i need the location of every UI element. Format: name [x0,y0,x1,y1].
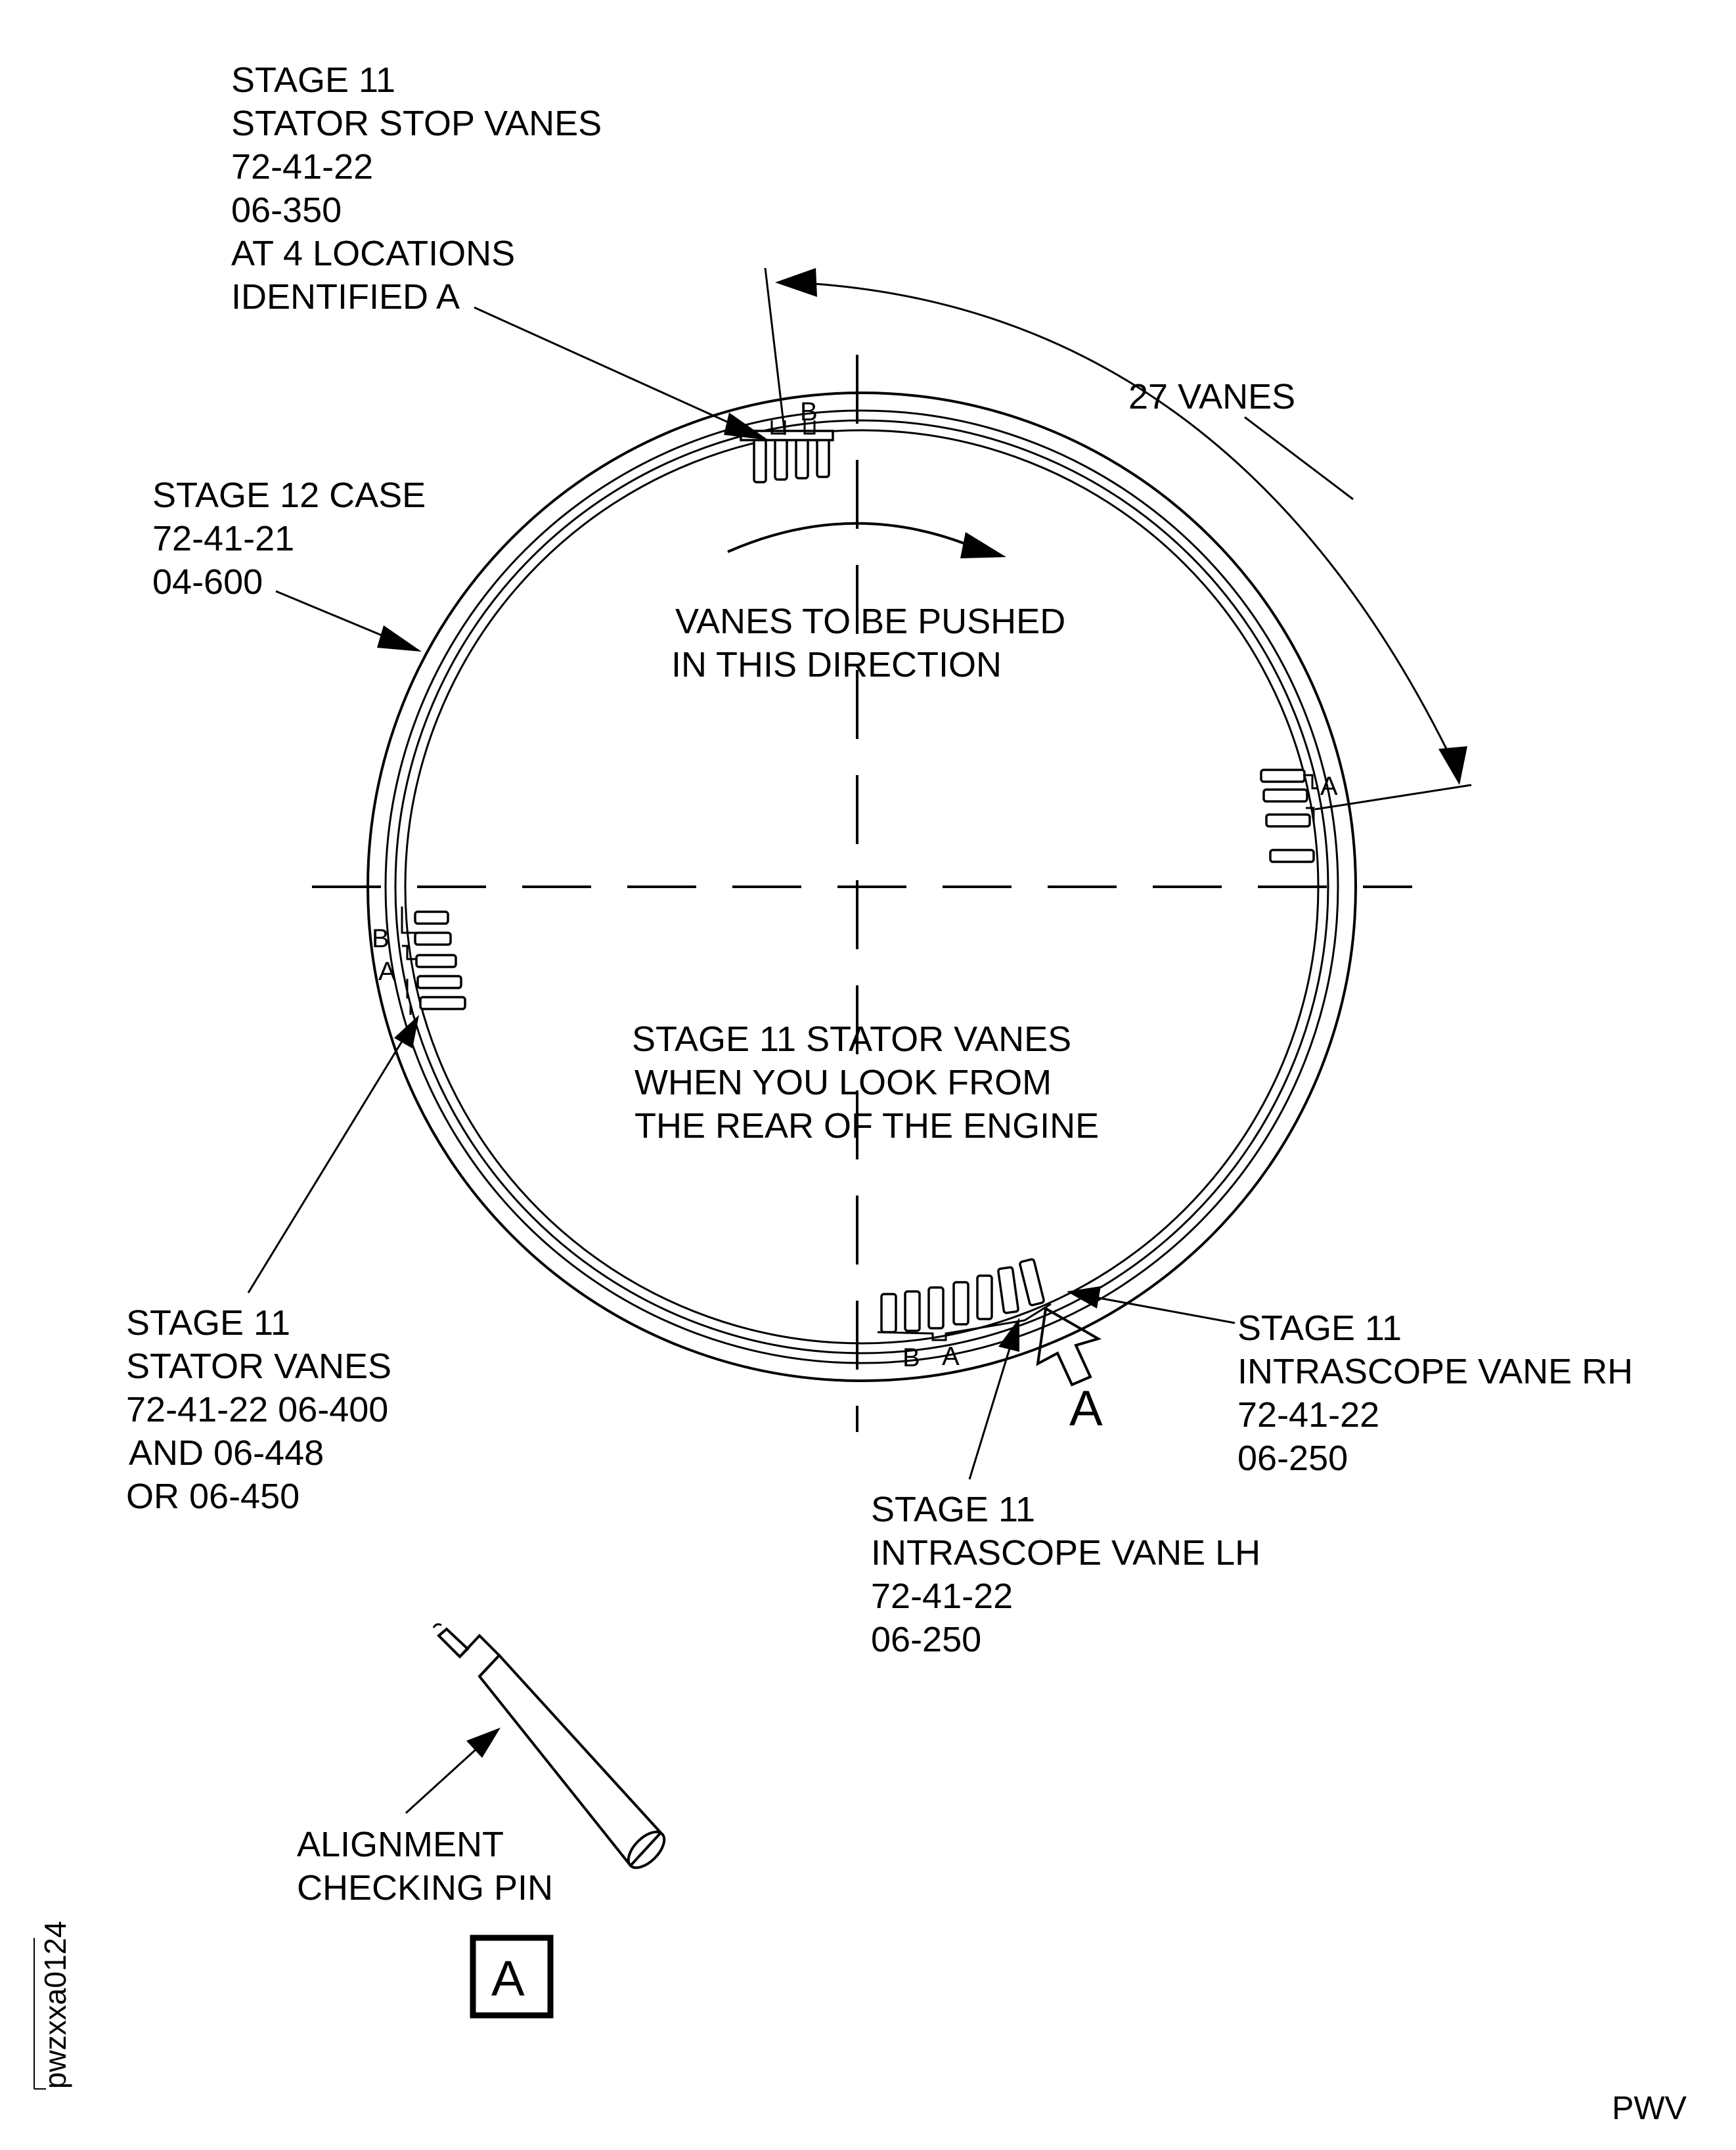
stator-vanes-label: STAGE 11 STATOR VANES 72-41-22 06-400 AN… [126,1303,401,1516]
top-stop-vanes [740,420,834,483]
marker-b-left: B [372,924,389,953]
alignment-pin [432,1623,666,1870]
marker-a-right: A [1320,772,1338,801]
marker-b-bottom: B [902,1343,920,1372]
left-stop-vanes [401,907,466,1015]
svg-text:pwzxxa0124: pwzxxa0124 [38,1921,72,2089]
stop-vanes-label: STAGE 11 STATOR STOP VANES 72-41-22 06-3… [231,60,612,317]
view-note-label: STAGE 11 STATOR VANES WHEN YOU LOOK FROM… [632,1019,1099,1146]
view-arrow-letter: A [1069,1381,1103,1437]
figure-id: pwzxxa0124 [33,1921,72,2090]
vane-count-label: 27 VANES [1128,377,1295,416]
intrascope-rh-label: STAGE 11 INTRASCOPE VANE RH 72-41-22 06-… [1237,1309,1643,1478]
center-lines [312,355,1412,1432]
marker-b-top: B [800,397,818,426]
view-arrow [1036,1306,1102,1387]
marker-a-bottom: A [942,1342,960,1371]
right-stop-vanes [1260,769,1317,863]
detail-box [470,1935,554,2019]
leader-lines [247,306,1354,1814]
footer-code: PWV [1612,2090,1687,2126]
detail-letter: A [491,1951,525,2007]
rotation-arrow [727,522,1006,558]
marker-a-left: A [378,957,396,986]
vane-count-arc [764,267,1472,811]
bottom-intrascope-vanes [877,1258,1052,1341]
case-label: STAGE 12 CASE 72-41-21 04-600 [152,476,435,602]
pin-label: ALIGNMENT CHECKING PIN [297,1825,553,1908]
case-rings [367,392,1357,1382]
push-direction-label: VANES TO BE PUSHED IN THIS DIRECTION [671,602,1075,684]
intrascope-lh-label: STAGE 11 INTRASCOPE VANE LH 72-41-22 06-… [871,1490,1270,1659]
